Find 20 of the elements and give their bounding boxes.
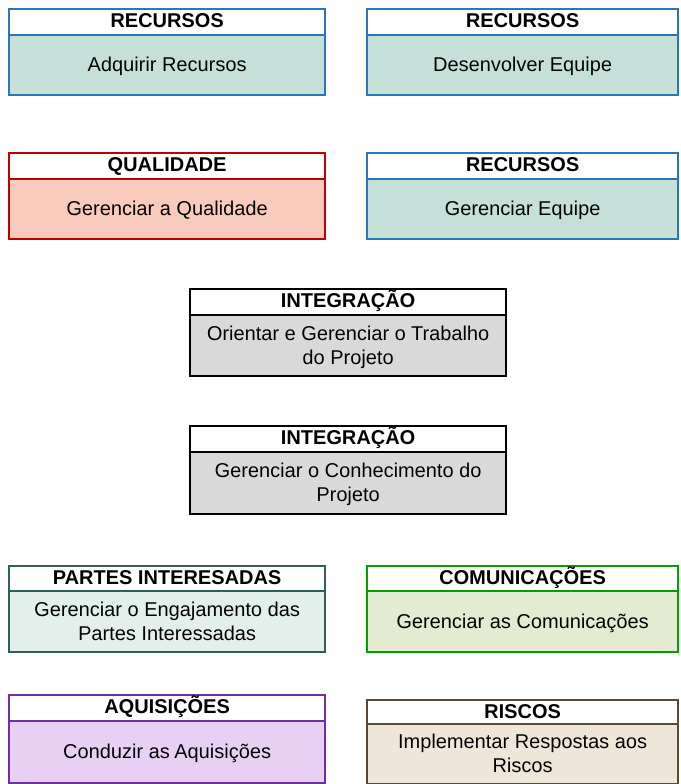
group-header: RECURSOS: [366, 8, 679, 36]
process-box: Gerenciar Equipe: [366, 180, 679, 240]
group-header: PARTES INTERESADAS: [8, 565, 326, 592]
process-box: Orientar e Gerenciar o Trabalho do Projeto: [189, 316, 507, 377]
process-box: Desenvolver Equipe: [366, 36, 679, 96]
group-header: RISCOS: [366, 699, 679, 725]
group-header: COMUNICAÇÕES: [366, 565, 679, 592]
group-header: RECURSOS: [366, 152, 679, 180]
process-box: Gerenciar a Qualidade: [8, 180, 326, 240]
group-header: AQUISIÇÕES: [8, 694, 326, 722]
process-box: Implementar Respostas aos Riscos: [366, 725, 679, 784]
process-box: Conduzir as Aquisições: [8, 722, 326, 784]
group-header: RECURSOS: [8, 8, 326, 36]
group-header: INTEGRAÇÃO: [189, 288, 507, 316]
group-header: QUALIDADE: [8, 152, 326, 180]
group-header: INTEGRAÇÃO: [189, 425, 507, 453]
process-box: Gerenciar as Comunicações: [366, 592, 679, 653]
process-box: Gerenciar o Engajamento das Partes Interessadas: [8, 592, 326, 653]
process-box: Adquirir Recursos: [8, 36, 326, 96]
process-box: Gerenciar o Conhecimento do Projeto: [189, 453, 507, 515]
